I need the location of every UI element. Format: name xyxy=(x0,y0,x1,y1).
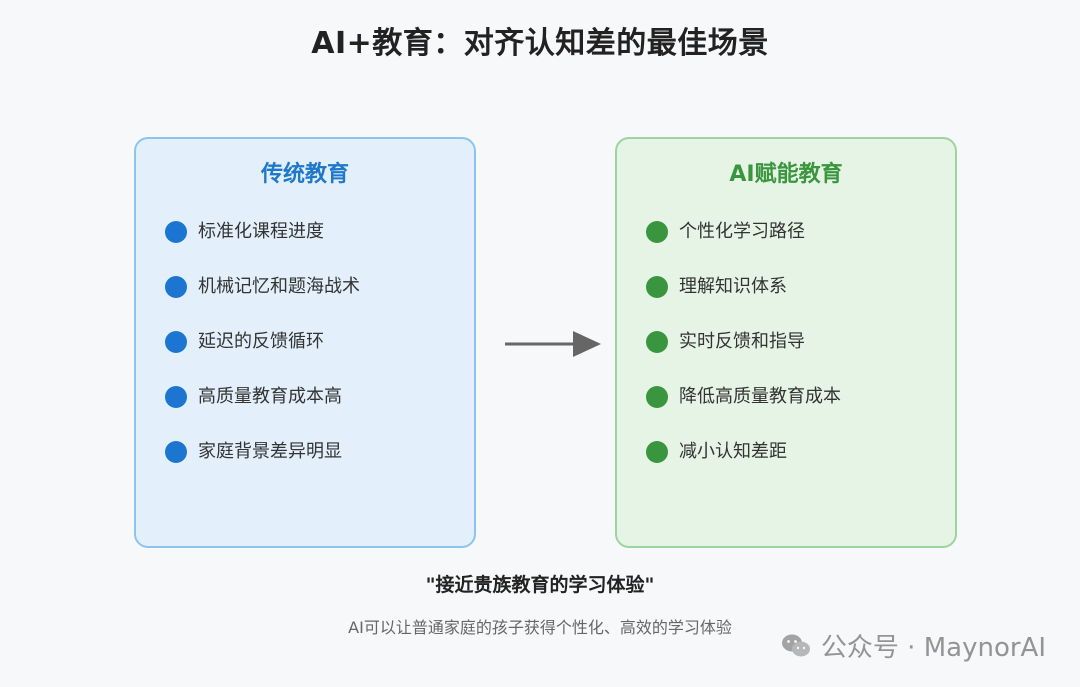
list-item: 高质量教育成本高 xyxy=(165,386,360,441)
subtitle-text: AI可以让普通家庭的孩子获得个性化、高效的学习体验 xyxy=(348,618,732,637)
list-item: 延迟的反馈循环 xyxy=(165,331,360,386)
list-item-label: 延迟的反馈循环 xyxy=(198,331,324,352)
traditional-education-panel: 传统教育 标准化课程进度 机械记忆和题海战术 延迟的反馈循环 高质量教育成本高 … xyxy=(134,137,476,548)
bullet-dot-icon xyxy=(646,276,668,298)
list-item-label: 标准化课程进度 xyxy=(198,221,324,242)
bullet-dot-icon xyxy=(165,331,187,353)
bullet-dot-icon xyxy=(646,441,668,463)
watermark: 公众号 · MaynorAI xyxy=(781,627,1046,664)
list-item: 个性化学习路径 xyxy=(646,221,841,276)
bullet-dot-icon xyxy=(165,441,187,463)
list-item: 实时反馈和指导 xyxy=(646,331,841,386)
list-item: 标准化课程进度 xyxy=(165,221,360,276)
watermark-text: 公众号 · MaynorAI xyxy=(820,633,1046,663)
list-item: 降低高质量教育成本 xyxy=(646,386,841,441)
list-item-label: 高质量教育成本高 xyxy=(198,386,342,407)
ai-education-title: AI赋能教育 xyxy=(729,162,843,187)
list-item: 家庭背景差异明显 xyxy=(165,441,360,496)
list-item: 机械记忆和题海战术 xyxy=(165,276,360,331)
bullet-dot-icon xyxy=(165,276,187,298)
ai-education-list: 个性化学习路径 理解知识体系 实时反馈和指导 降低高质量教育成本 减小认知差距 xyxy=(646,221,841,496)
list-item-label: 个性化学习路径 xyxy=(679,221,805,242)
traditional-education-list: 标准化课程进度 机械记忆和题海战术 延迟的反馈循环 高质量教育成本高 家庭背景差… xyxy=(165,221,360,496)
list-item-label: 降低高质量教育成本 xyxy=(679,386,841,407)
ai-education-panel: AI赋能教育 个性化学习路径 理解知识体系 实时反馈和指导 降低高质量教育成本 … xyxy=(615,137,957,548)
list-item: 理解知识体系 xyxy=(646,276,841,331)
list-item-label: 实时反馈和指导 xyxy=(679,331,805,352)
bullet-dot-icon xyxy=(646,386,668,408)
page-title: AI+教育：对齐认知差的最佳场景 xyxy=(311,26,769,61)
list-item-label: 家庭背景差异明显 xyxy=(198,441,342,462)
list-item-label: 理解知识体系 xyxy=(679,276,787,297)
bullet-dot-icon xyxy=(165,221,187,243)
list-item-label: 机械记忆和题海战术 xyxy=(198,276,360,297)
wechat-icon xyxy=(781,634,810,656)
right-arrow-icon xyxy=(505,331,601,357)
bullet-dot-icon xyxy=(165,386,187,408)
list-item-label: 减小认知差距 xyxy=(679,441,787,462)
list-item: 减小认知差距 xyxy=(646,441,841,496)
bullet-dot-icon xyxy=(646,331,668,353)
bullet-dot-icon xyxy=(646,221,668,243)
traditional-education-title: 传统教育 xyxy=(260,162,349,187)
quote-text: "接近贵族教育的学习体验" xyxy=(425,574,655,596)
